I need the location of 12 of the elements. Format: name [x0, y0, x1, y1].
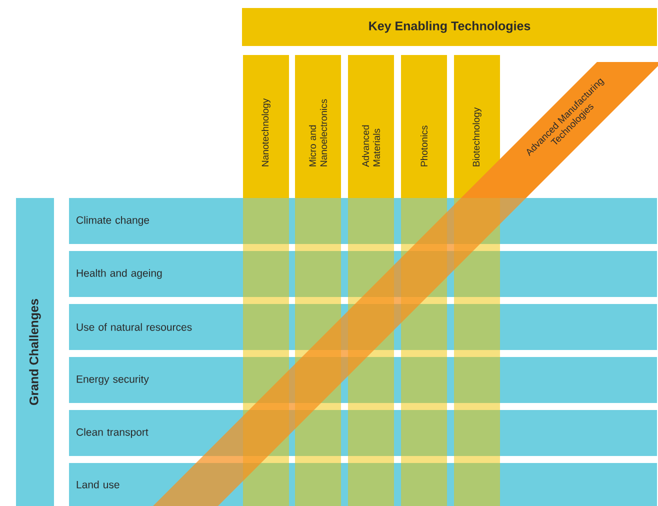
- technology-column: Nanotechnology: [243, 55, 289, 506]
- technology-column: Photonics: [401, 55, 447, 506]
- header-band: Key Enabling Technologies: [242, 8, 657, 46]
- node-label: Micro and Nanoelectronics: [309, 99, 327, 166]
- node-label: Biotechnology: [472, 107, 482, 166]
- node-label: Nanotechnology: [262, 98, 270, 166]
- node-label: Advanced Materials: [362, 125, 380, 167]
- technology-column: Biotechnology: [454, 55, 500, 506]
- technology-column: Advanced Materials: [348, 55, 394, 506]
- technology-column: Micro and Nanoelectronics: [295, 55, 341, 506]
- side-band: Grand Challenges: [16, 198, 54, 506]
- node-label: Photonics: [420, 126, 428, 166]
